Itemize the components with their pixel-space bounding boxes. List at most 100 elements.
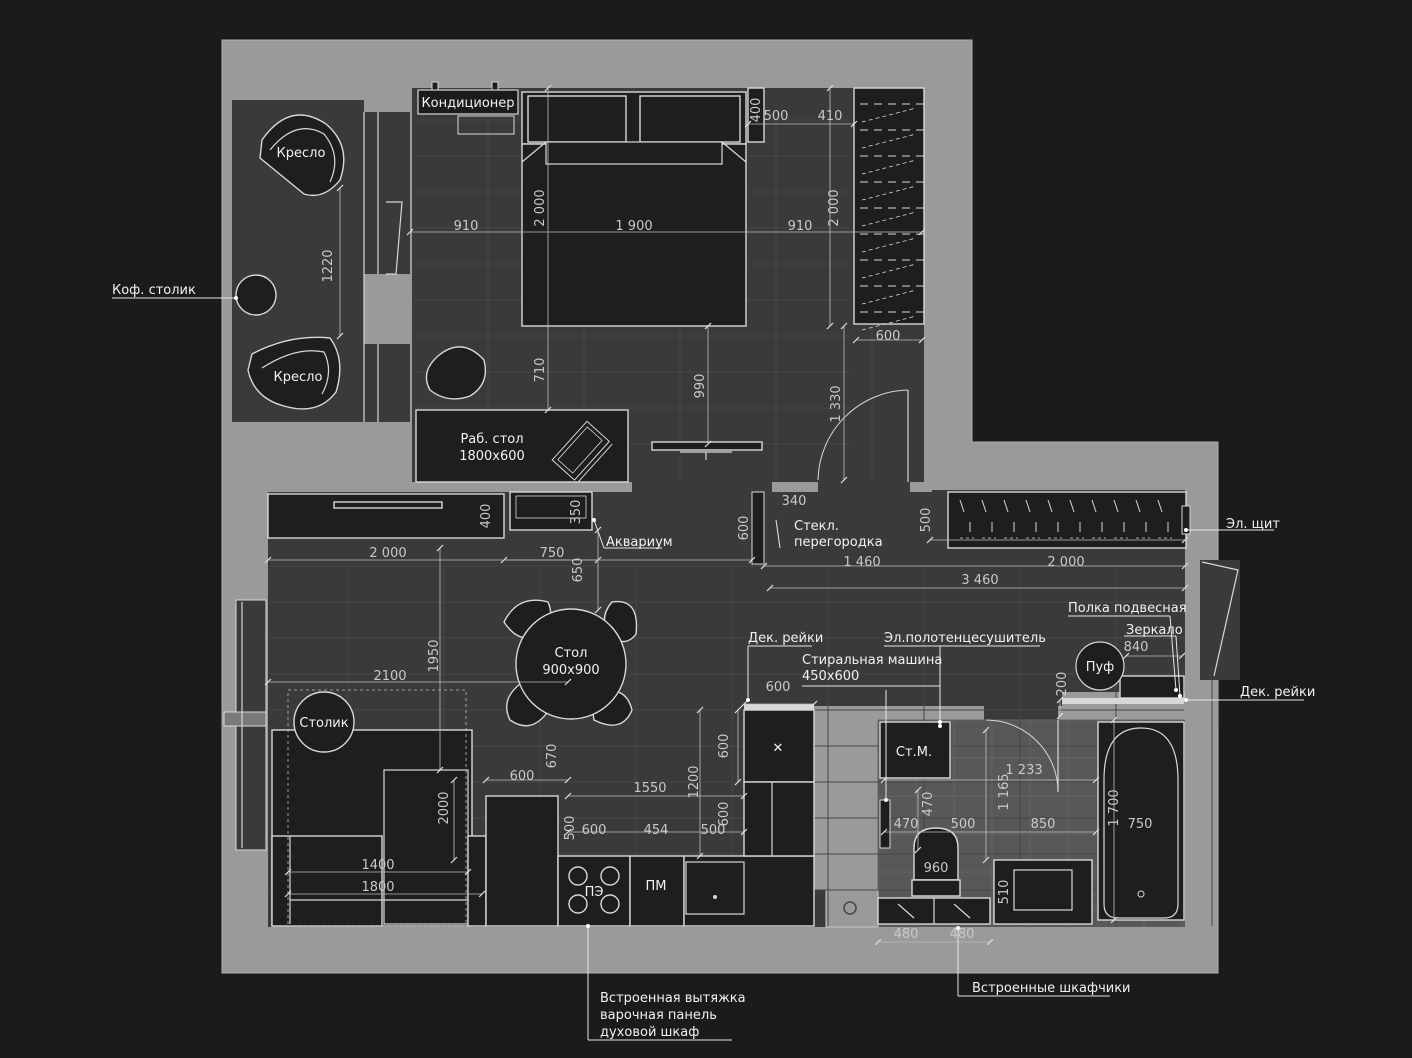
hob-label: ПЭ xyxy=(585,885,604,900)
callout-built-in-cabinets: Встроенные шкафчики xyxy=(972,981,1131,996)
callout-leaders xyxy=(112,296,1304,1041)
armchair-label: Кресло xyxy=(277,146,326,161)
ac-pipe xyxy=(457,115,515,135)
side-table-label: Столик xyxy=(299,716,348,731)
pillow-left xyxy=(527,95,627,143)
dimension-label: 1 233 xyxy=(1005,763,1042,778)
door-arc-bedroom xyxy=(817,389,909,481)
washing-machine xyxy=(879,721,951,779)
hob-cabinet xyxy=(557,855,631,927)
dimension-label: 2100 xyxy=(373,669,406,684)
dimension-label: 470 xyxy=(894,817,919,832)
electrical-panel-box xyxy=(1181,505,1191,535)
dimension-label: 500 xyxy=(701,823,726,838)
wardrobe xyxy=(853,87,925,325)
dimension-label: 470 xyxy=(921,792,936,817)
dimension-label: 2 000 xyxy=(1047,555,1084,570)
tv-living xyxy=(333,501,443,509)
hall-wardrobe-hatch xyxy=(959,499,1172,539)
callout-towel-dryer: Эл.полотенцесушитель xyxy=(884,631,1046,646)
callout-washing-machine: Стиральная машина xyxy=(802,653,942,668)
burner-4 xyxy=(600,894,620,914)
drain-icon xyxy=(843,901,857,915)
dimension-label: 1800 xyxy=(361,880,394,895)
washer-label: Ст.М. xyxy=(896,745,932,760)
callout-washing-machine-size: 450х600 xyxy=(802,669,859,684)
side-table xyxy=(293,691,355,753)
burner-1 xyxy=(568,866,588,886)
living-furniture xyxy=(267,491,1191,927)
callout-decor-slats: Дек. рейки xyxy=(1240,685,1315,700)
wall-bathroom-west xyxy=(814,706,878,890)
burner-3 xyxy=(568,894,588,914)
callout-kitchen: варочная панель xyxy=(600,1008,717,1023)
hanging-shelf xyxy=(1119,675,1185,699)
callout-decor-slats: Дек. рейки xyxy=(748,631,823,646)
laptop-icon xyxy=(551,420,613,484)
dimension-label: 500 xyxy=(563,816,578,841)
dimension-label: 1220 xyxy=(321,249,336,282)
dimension-label: 1 330 xyxy=(829,385,844,422)
dimension-label: 1 700 xyxy=(1107,789,1122,826)
callout-aquarium: Аквариум xyxy=(606,535,673,550)
dimension-label: 990 xyxy=(693,374,708,399)
dimension-label: 2 000 xyxy=(369,546,406,561)
kitchen-counter-left xyxy=(485,795,559,927)
dimension-label: 2000 xyxy=(437,791,452,824)
callout-hanging-shelf: Полка подвесная xyxy=(1068,601,1187,616)
dimension-label: 480 xyxy=(950,927,975,942)
callout-glass-partition: перегородка xyxy=(794,535,883,550)
pouf xyxy=(1075,641,1125,691)
sink-niche xyxy=(825,889,879,928)
dimension-label: 910 xyxy=(454,219,479,234)
dimension-label: 850 xyxy=(1031,817,1056,832)
dimension-label: 1400 xyxy=(361,858,394,873)
window-niche-2 xyxy=(364,344,410,422)
bed-blanket xyxy=(545,141,723,165)
ac-clip-1 xyxy=(431,81,439,91)
dimension-label: 500 xyxy=(951,817,976,832)
pouf-label: Пуф xyxy=(1086,660,1115,675)
hall-wardrobe xyxy=(947,491,1187,549)
nightstand-right xyxy=(747,87,765,143)
air-conditioner-label: Кондиционер xyxy=(421,96,514,111)
burner-2 xyxy=(600,866,620,886)
dimension-label: 600 xyxy=(510,769,535,784)
dimension-label: 1 165 xyxy=(997,773,1012,810)
dimension-label: 750 xyxy=(1128,817,1153,832)
callout-glass-partition: Стекл. xyxy=(794,519,839,534)
window-radiator xyxy=(223,711,267,727)
armchair-top xyxy=(259,114,345,197)
wall-bedroom-south-left xyxy=(410,482,632,492)
dishwasher-cabinet xyxy=(629,855,685,927)
callout-electrical-panel: Эл. щит xyxy=(1226,517,1280,532)
dimension-label: 600 xyxy=(876,329,901,344)
dimension-label: 410 xyxy=(818,109,843,124)
dimension-label: 710 xyxy=(533,358,548,383)
toilet-tank xyxy=(911,879,961,897)
dimension-label: 600 xyxy=(717,802,732,827)
wall-right-return xyxy=(1185,680,1218,728)
desk-chair xyxy=(425,346,487,400)
table-size-label: 900х900 xyxy=(542,663,599,678)
aquarium xyxy=(509,491,593,531)
dimension-label: 3 460 xyxy=(961,573,998,588)
toilet xyxy=(913,827,959,881)
wall-bedroom-south-far xyxy=(910,482,932,492)
decor-slats-kitchen xyxy=(744,704,814,710)
desk-label: Раб. стол xyxy=(460,432,523,447)
dimension-label: 1200 xyxy=(687,765,702,798)
desk-size-label: 1800х600 xyxy=(459,449,525,464)
kitchen-sink xyxy=(685,861,745,915)
doorway-hall xyxy=(818,474,910,498)
dimension-label: 340 xyxy=(782,494,807,509)
dimension-label: 840 xyxy=(1124,640,1149,655)
dimension-label: 1 900 xyxy=(615,219,652,234)
tv-unit xyxy=(267,493,505,539)
dimension-label: 1550 xyxy=(633,781,666,796)
balcony-furniture xyxy=(235,114,345,410)
dimension-label: 500 xyxy=(919,508,934,533)
tall-cabinet xyxy=(743,781,815,857)
dimension-lines xyxy=(264,84,1189,946)
